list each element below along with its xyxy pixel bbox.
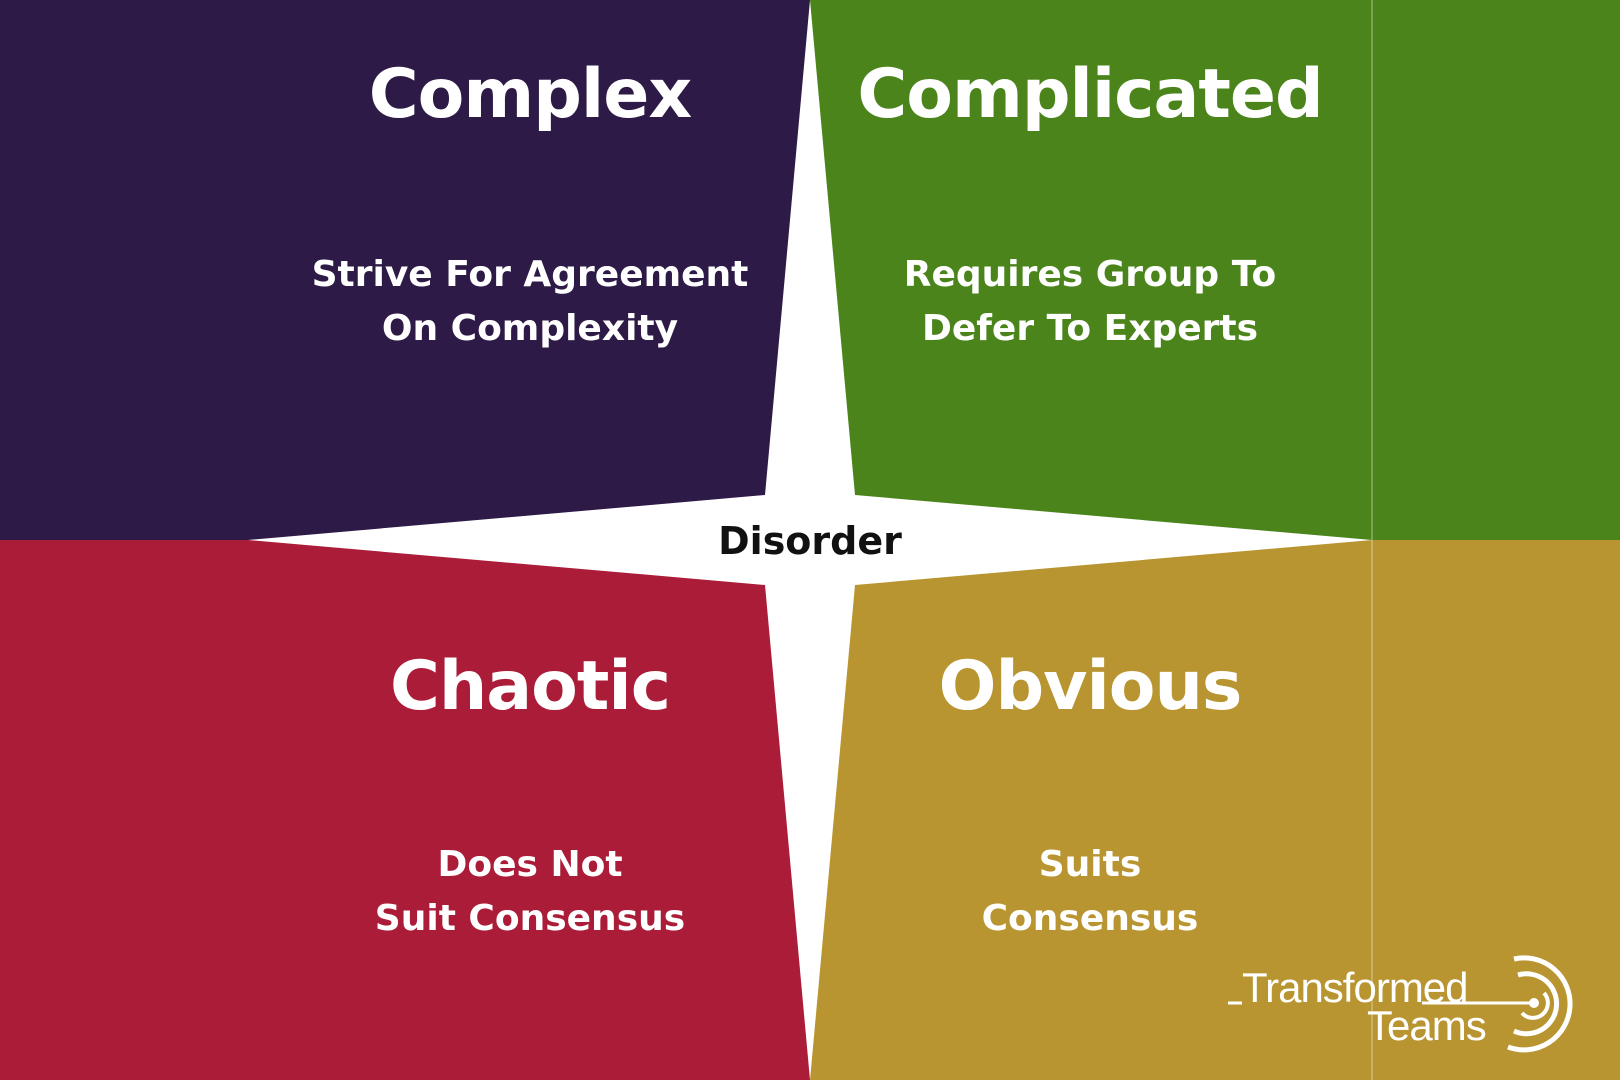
disorder-star <box>248 0 1372 1080</box>
complex-quadrant <box>0 0 810 540</box>
target-spiral-icon <box>1228 955 1573 1053</box>
complicated-title: Complicated <box>857 55 1323 134</box>
disorder-label: Disorder <box>718 519 902 563</box>
complex-title: Complex <box>368 55 692 134</box>
chaotic-quadrant <box>0 540 810 1080</box>
chaotic-title: Chaotic <box>389 647 671 726</box>
obvious-quadrant <box>810 540 1620 1080</box>
complex-description: Strive For Agreement On Complexity <box>311 254 749 349</box>
logo-text-line2: Teams <box>1367 1002 1487 1049</box>
complicated-quadrant <box>810 0 1620 540</box>
obvious-description: Suits Consensus <box>981 844 1199 939</box>
transformed-teams-logo: Transformed Teams <box>1222 955 1612 1055</box>
chaotic-description: Does Not Suit Consensus <box>374 844 686 939</box>
obvious-title: Obvious <box>938 647 1243 726</box>
complicated-description: Requires Group To Defer To Experts <box>903 254 1277 349</box>
